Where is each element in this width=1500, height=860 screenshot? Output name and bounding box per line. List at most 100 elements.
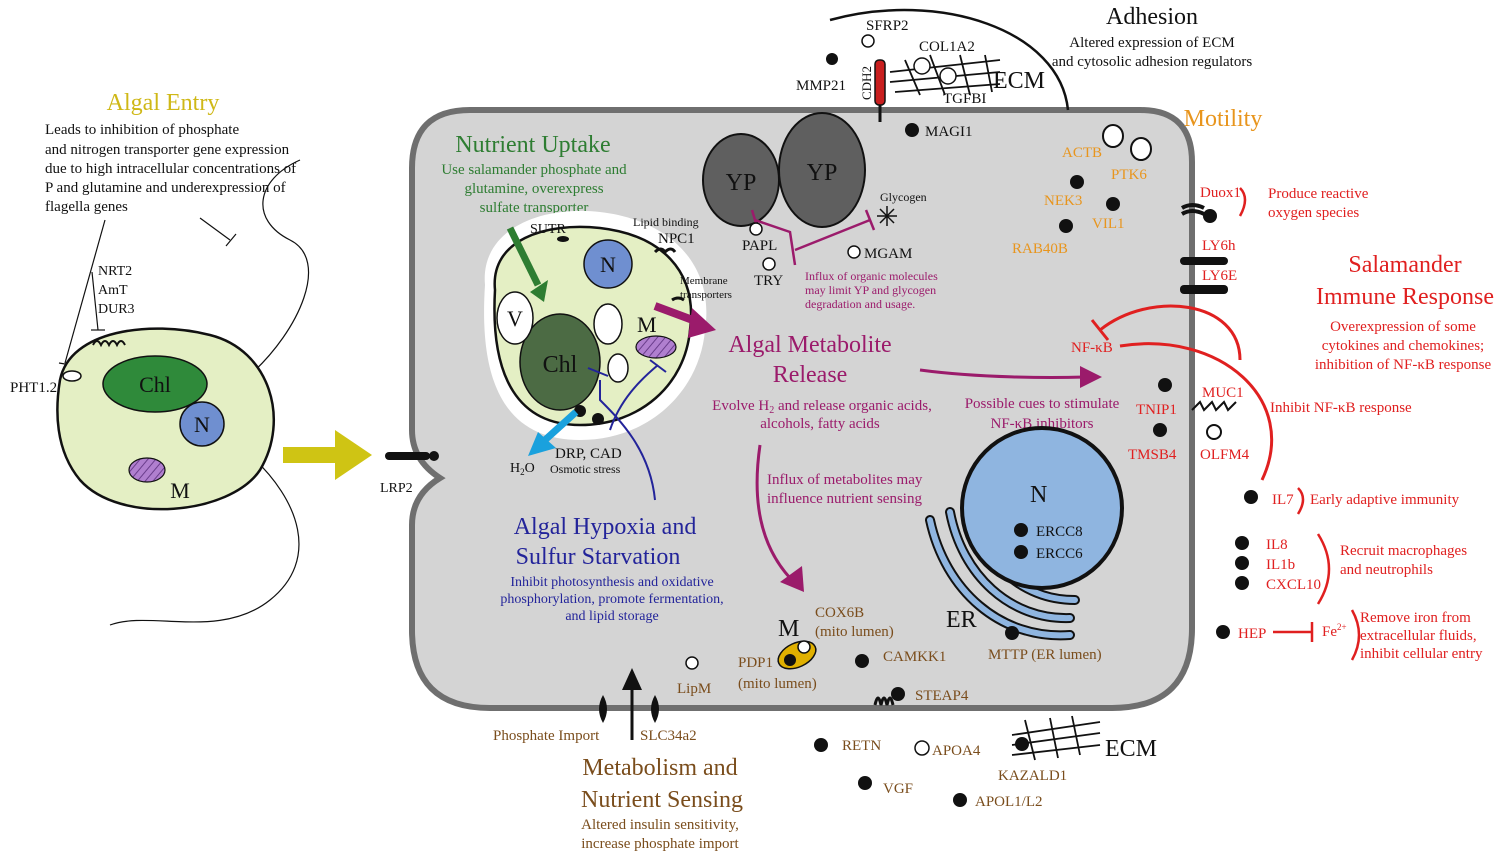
alga-vacuole: [496, 291, 534, 345]
apol-label: APOL1/L2: [975, 794, 1043, 810]
er-label: ER: [946, 607, 977, 633]
nutrient-uptake-title: Nutrient Uptake: [455, 132, 610, 158]
motility-title: Motility: [1184, 106, 1263, 132]
influx-note-3: degradation and usage.: [805, 297, 915, 311]
mitochondrion: [128, 457, 166, 483]
iron-1: Remove iron from: [1360, 610, 1471, 626]
adhesion-title: Adhesion: [1106, 4, 1198, 30]
pht-label: PHT1.2: [10, 380, 57, 396]
yp-label-1: YP: [726, 170, 757, 196]
mttp-label: MTTP (ER lumen): [988, 647, 1102, 663]
cdh2-label: CDH2: [859, 66, 874, 100]
alga-chloroplast-label: Chl: [543, 352, 578, 378]
sfrp2-label: SFRP2: [866, 18, 909, 34]
magi1-label: MAGI1: [925, 124, 973, 140]
metabolite-release-panel: Algal Metabolite Release Evolve H2 and r…: [712, 332, 1120, 592]
ptk6-label: PTK6: [1111, 167, 1147, 183]
phosphate-import-label: Phosphate Import: [493, 728, 600, 744]
host-mito-label: M: [778, 616, 799, 642]
chloroplast: [102, 355, 208, 413]
adhesion-panel: Adhesion Altered expression of ECM and c…: [796, 4, 1252, 140]
host-nucleus-label: N: [1030, 482, 1047, 508]
alga-vacuole-label: V: [507, 306, 523, 331]
il8-label: IL8: [1266, 537, 1288, 553]
glycogen-label: Glycogen: [880, 190, 927, 204]
recruit-2: and neutrophils: [1340, 562, 1433, 578]
camkk1-label: CAMKK1: [883, 649, 946, 665]
ercc6-label: ERCC6: [1036, 546, 1083, 562]
h2o-label: H2O: [510, 461, 535, 477]
cues-1: Possible cues to stimulate: [965, 396, 1120, 412]
tgfbi-label: TGFBI: [943, 91, 986, 107]
actb-label: ACTB: [1062, 145, 1102, 161]
retn-label: RETN: [842, 738, 881, 754]
adhesion-desc-1: Altered expression of ECM: [1069, 35, 1234, 51]
osmotic-stress-label: Osmotic stress: [550, 462, 621, 476]
lrp2-receptor: [385, 451, 439, 461]
hep-label: HEP: [1238, 626, 1266, 642]
metabolism-panel: M COX6B (mito lumen) PDP1 (mito lumen) C…: [493, 605, 1157, 852]
recruit-1: Recruit macrophages: [1340, 543, 1467, 559]
algal-entry-desc-2: and nitrogen transporter gene expression: [45, 142, 290, 158]
lipid-binding-label: Lipid binding: [633, 215, 699, 229]
hypoxia-desc-1: Inhibit photosynthesis and oxidative: [510, 575, 713, 590]
early-adaptive: Early adaptive immunity: [1310, 492, 1460, 508]
col1a2-label: COL1A2: [919, 39, 975, 55]
cxcl10-label: CXCL10: [1266, 577, 1321, 593]
release-desc-2: alcohols, fatty acids: [760, 416, 880, 432]
metabolism-title-2: Nutrient Sensing: [581, 787, 743, 813]
nfkb-label: NF-κB: [1071, 340, 1113, 356]
membrane-transporters-label-1: Membrane: [680, 275, 728, 287]
dur3-label: DUR3: [98, 302, 135, 317]
apoa4-label: APOA4: [932, 743, 981, 759]
influx-note-2: may limit YP and glycogen: [805, 283, 936, 297]
alga-mito-label: M: [637, 312, 657, 337]
mmp21-label: MMP21: [796, 78, 846, 94]
cox6b-label: COX6B: [815, 605, 864, 621]
alga-mitochondrion: [635, 335, 677, 359]
immune-desc-3: inhibition of NF-κB response: [1315, 357, 1492, 373]
algal-entry-desc-1: Leads to inhibition of phosphate: [45, 122, 239, 138]
host-nucleus: [960, 426, 1124, 590]
hypoxia-title-2: Sulfur Starvation: [516, 544, 681, 570]
muc1-label: MUC1: [1202, 385, 1244, 401]
alga-chloroplast: [519, 313, 601, 411]
nrt2-label: NRT2: [98, 264, 132, 279]
entering-alga-cell: [56, 327, 275, 511]
metabolism-title-1: Metabolism and: [582, 755, 737, 781]
release-title-2: Release: [773, 362, 848, 388]
immune-panel: Duox1 Produce reactive oxygen species LY…: [1071, 185, 1494, 662]
steap4-label: STEAP4: [915, 688, 969, 704]
il1b-label: IL1b: [1266, 557, 1295, 573]
immune-title-1: Salamander: [1348, 252, 1461, 278]
yolk-platelets: YP YP PAPL TRY MGAM Glycogen Influx of o…: [702, 112, 938, 311]
hypoxia-desc-3: and lipid storage: [565, 609, 658, 624]
ercc8-label: ERCC8: [1036, 524, 1083, 540]
nucleus-label: N: [194, 412, 210, 437]
hypoxia-panel: Algal Hypoxia and Sulfur Starvation Inhi…: [500, 514, 723, 624]
influx-nutrient-1: Influx of metabolites may: [767, 472, 923, 488]
ros-1: Produce reactive: [1268, 186, 1369, 202]
influx-note-1: Influx of organic molecules: [805, 269, 938, 283]
mito2-label: (mito lumen): [738, 676, 817, 692]
nucleus: [179, 401, 225, 447]
vil1-label: VIL1: [1092, 216, 1125, 232]
algal-entry-desc-4: P and glutamine and underexpression of: [45, 180, 286, 196]
ly6e-label: LY6E: [1202, 268, 1237, 284]
metabolism-desc-2: increase phosphate import: [581, 836, 739, 852]
tmsb4-label: TMSB4: [1128, 447, 1177, 463]
internal-alga: Nutrient Uptake Use salamander phosphate…: [441, 132, 732, 501]
drp-cad-label: DRP, CAD: [555, 446, 622, 462]
yp-label-2: YP: [807, 160, 838, 186]
entry-arrow: [283, 430, 372, 480]
release-title-1: Algal Metabolite: [728, 332, 891, 358]
alga-nucleus-label: N: [600, 252, 616, 277]
nucleus-er: N ERCC8 ERCC6 ER MTTP (ER lumen): [925, 426, 1124, 663]
olfm4-label: OLFM4: [1200, 447, 1250, 463]
mito1-label: (mito lumen): [815, 624, 894, 640]
nitrogen-transporter-icon: [92, 340, 126, 348]
mgam-label: MGAM: [864, 246, 912, 262]
sutr-label: SUTR: [530, 222, 566, 237]
chloroplast-label: Chl: [139, 372, 171, 397]
